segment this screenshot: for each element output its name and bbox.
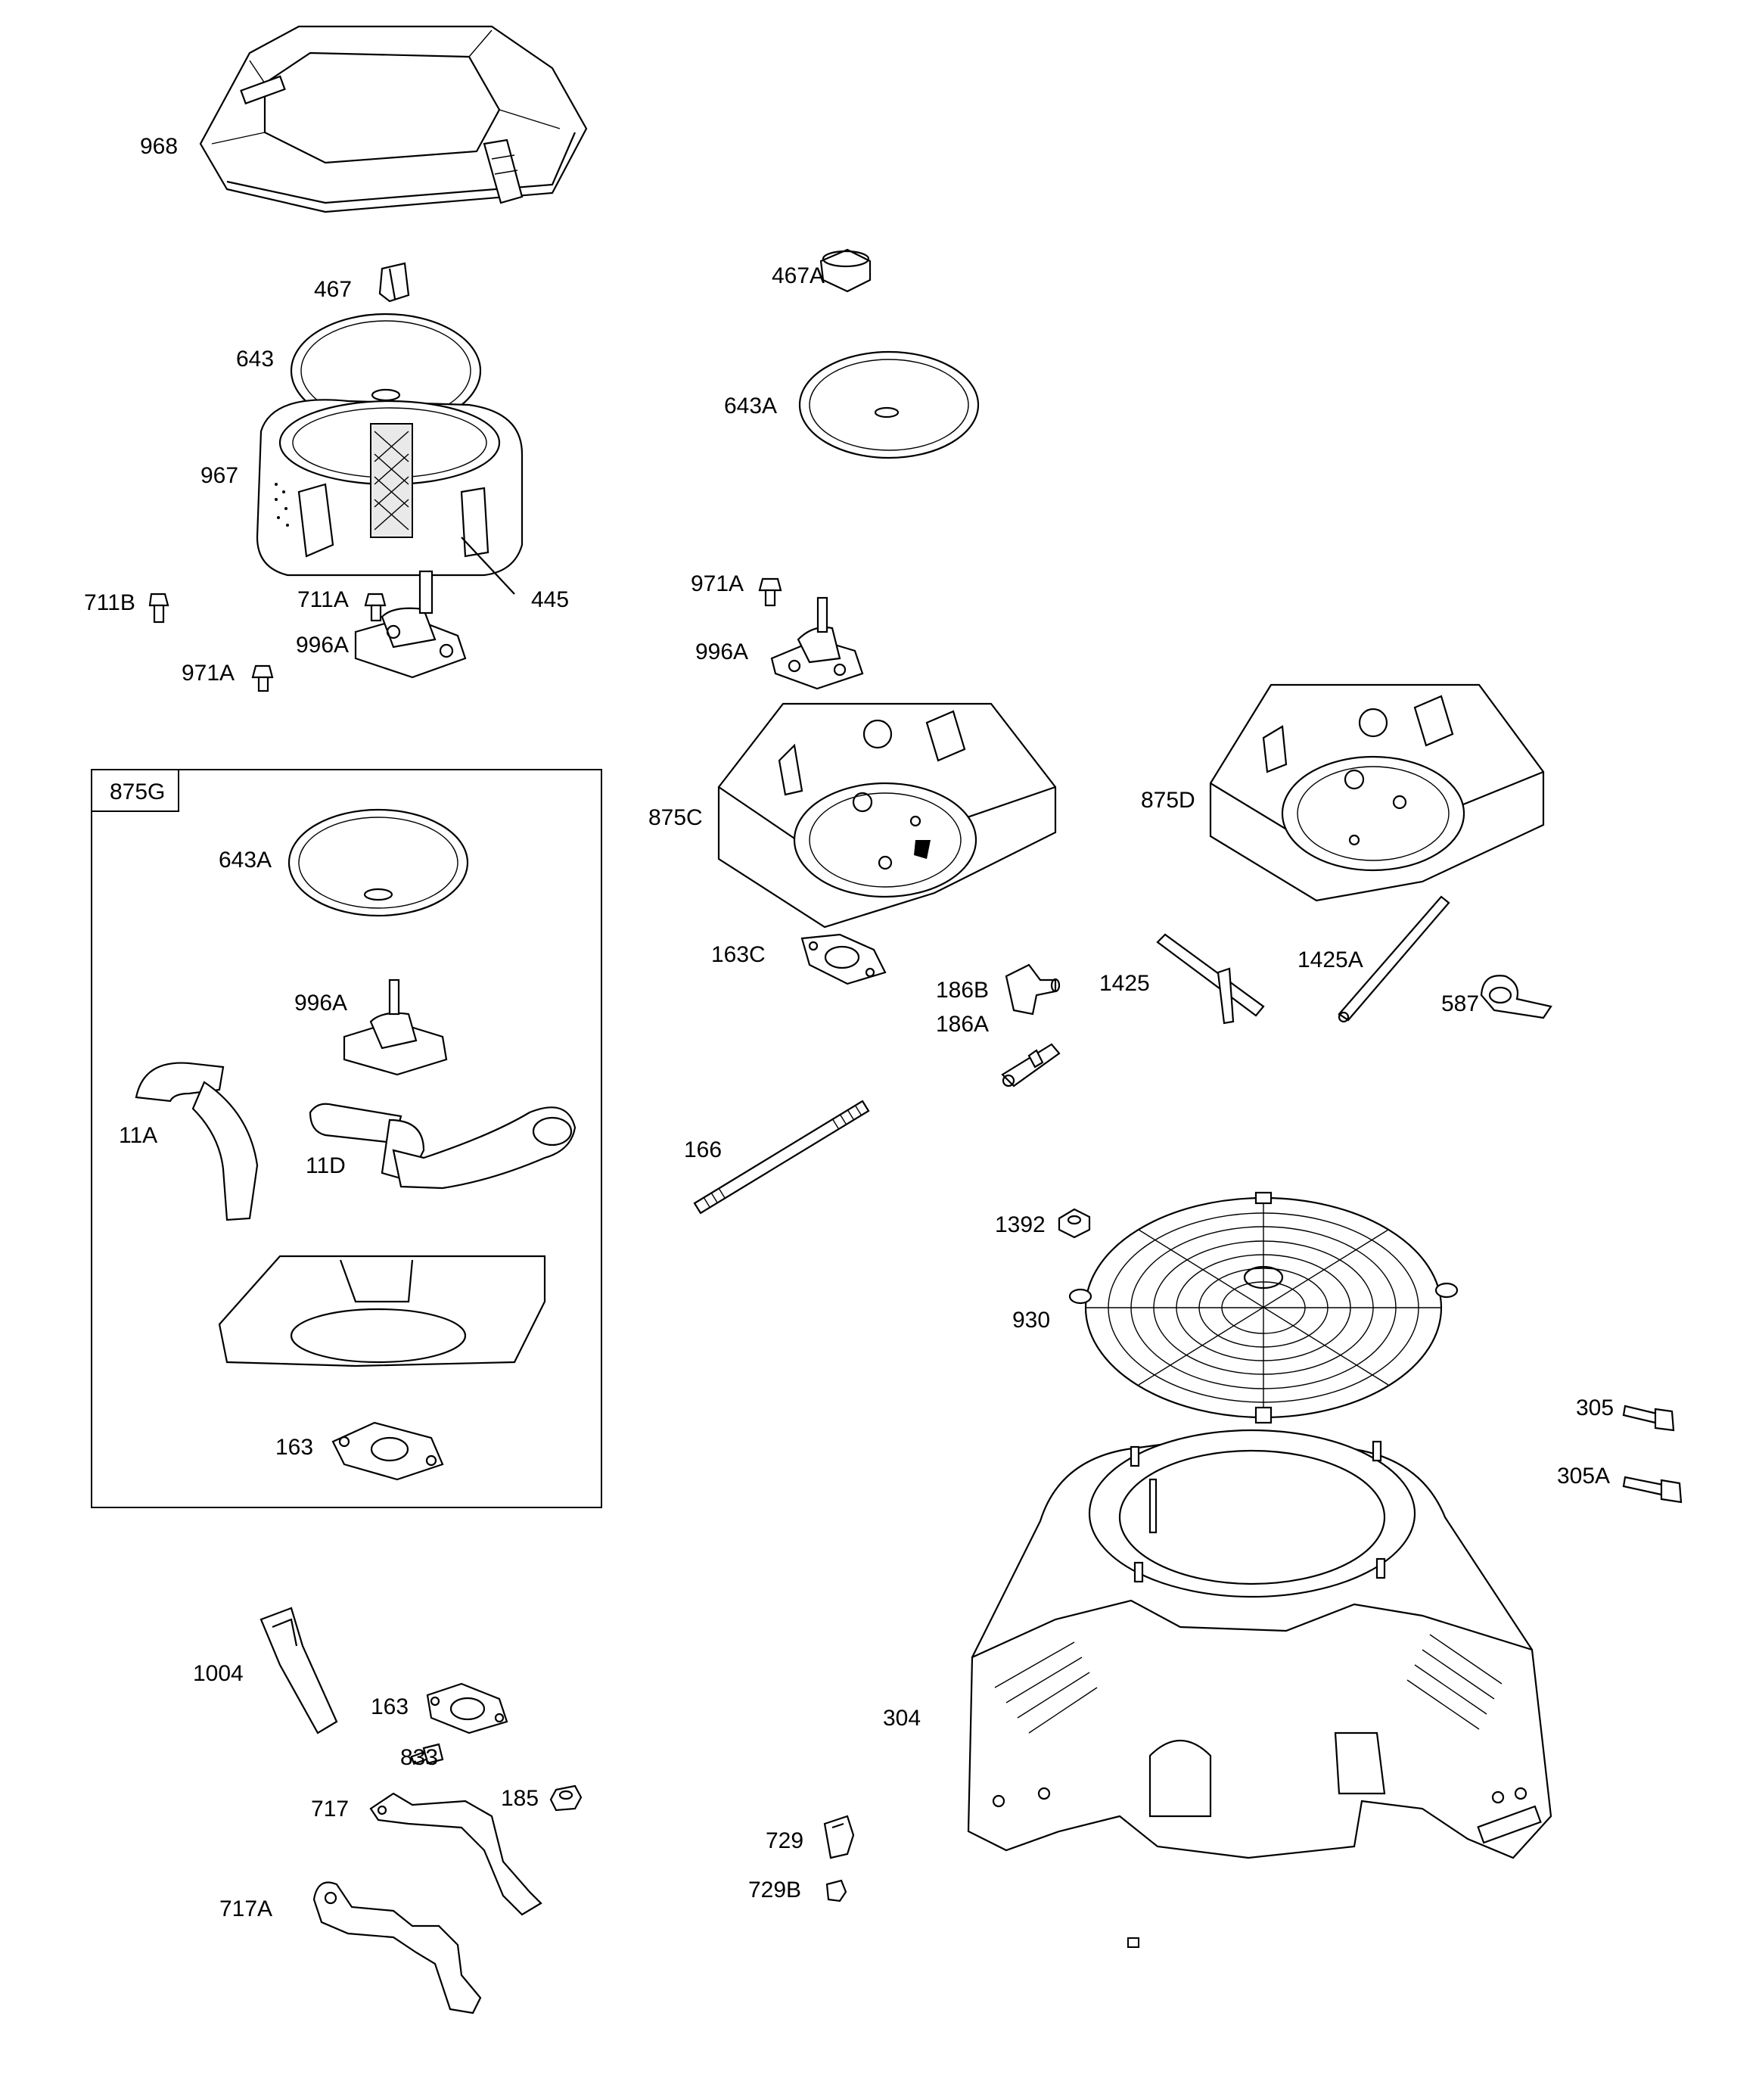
label-305A: 305A xyxy=(1557,1464,1611,1489)
label-643A: 643A xyxy=(724,394,778,418)
label-833: 833 xyxy=(400,1745,439,1770)
part-643-967-drawing xyxy=(256,313,524,595)
small-screws-top-left xyxy=(148,593,387,692)
label-467A: 467A xyxy=(772,263,825,288)
part-163-gasket-lower-drawing xyxy=(426,1682,508,1734)
part-1425A-drawing xyxy=(1338,895,1450,1023)
label-185: 185 xyxy=(501,1786,539,1811)
label-163: 163 xyxy=(371,1694,409,1719)
part-930-grille-drawing xyxy=(1068,1191,1459,1424)
label-445: 445 xyxy=(531,587,570,612)
part-163C-gasket-drawing xyxy=(800,933,887,985)
label-996A: 996A xyxy=(695,639,749,664)
part-729-drawing xyxy=(823,1815,855,1859)
label-1392: 1392 xyxy=(995,1212,1046,1237)
label-587: 587 xyxy=(1441,991,1480,1016)
label-968: 968 xyxy=(140,134,179,159)
label-1425A: 1425A xyxy=(1297,947,1363,972)
part-467-nut-drawing xyxy=(378,262,410,303)
label-971A: 971A xyxy=(691,571,744,596)
part-1392-nut-drawing xyxy=(1058,1208,1091,1239)
label-729B: 729B xyxy=(748,1878,802,1902)
part-185-drawing xyxy=(549,1784,583,1812)
label-711A: 711A xyxy=(297,587,349,612)
part-875G-kit-drawings xyxy=(135,808,576,1481)
part-968-cover-drawing xyxy=(199,25,588,213)
label-163C: 163C xyxy=(711,942,766,967)
part-186A-drawing xyxy=(1001,1043,1061,1087)
part-587-drawing xyxy=(1480,975,1552,1019)
label-163: 163 xyxy=(275,1435,314,1460)
label-643: 643 xyxy=(236,347,275,372)
part-1004-drawing xyxy=(259,1607,338,1734)
part-186B-drawing xyxy=(1005,963,1061,1016)
label-711B: 711B xyxy=(84,590,135,615)
part-875C-drawing xyxy=(717,702,1057,929)
label-875D: 875D xyxy=(1141,788,1195,813)
label-1004: 1004 xyxy=(193,1661,244,1686)
label-875G: 875G xyxy=(110,779,166,804)
label-11A: 11A xyxy=(119,1123,158,1148)
part-166-stud-drawing xyxy=(693,1100,870,1215)
label-729: 729 xyxy=(766,1828,804,1853)
label-11D: 11D xyxy=(306,1153,346,1178)
part-996A-base-drawing xyxy=(354,570,467,679)
part-833-drawing xyxy=(410,1743,444,1766)
part-305A-bolt-drawing xyxy=(1622,1476,1683,1504)
label-996A: 996A xyxy=(296,633,350,658)
label-996A: 996A xyxy=(294,991,348,1016)
part-717A-bracket-drawing xyxy=(312,1881,482,2014)
part-996A-center-drawing xyxy=(758,577,864,690)
label-1425: 1425 xyxy=(1099,971,1150,996)
label-717: 717 xyxy=(311,1797,350,1822)
label-717A: 717A xyxy=(219,1896,273,1921)
label-305: 305 xyxy=(1576,1395,1614,1420)
emissions-label-callout xyxy=(1127,1937,1139,1948)
label-166: 166 xyxy=(684,1137,723,1162)
label-304: 304 xyxy=(883,1706,921,1731)
label-643A: 643A xyxy=(219,848,272,873)
label-967: 967 xyxy=(200,463,239,488)
part-1425-drawing xyxy=(1156,933,1265,1025)
part-875D-drawing xyxy=(1209,683,1545,902)
part-304-housing-drawing xyxy=(967,1429,1552,1859)
kit-875G-box xyxy=(91,769,602,1508)
label-186B: 186B xyxy=(936,978,990,1003)
label-875C: 875C xyxy=(648,805,703,830)
part-717-bracket-drawing xyxy=(369,1792,542,1916)
label-930: 930 xyxy=(1012,1308,1051,1333)
kit-875G-tag-border xyxy=(91,769,179,812)
part-729B-drawing xyxy=(825,1879,847,1902)
part-305-bolt-drawing xyxy=(1622,1405,1675,1432)
part-467A-drawing xyxy=(819,248,872,293)
part-643A-top-drawing xyxy=(798,350,980,459)
label-186A: 186A xyxy=(936,1012,990,1037)
label-467: 467 xyxy=(314,277,353,302)
label-971A: 971A xyxy=(182,661,235,686)
